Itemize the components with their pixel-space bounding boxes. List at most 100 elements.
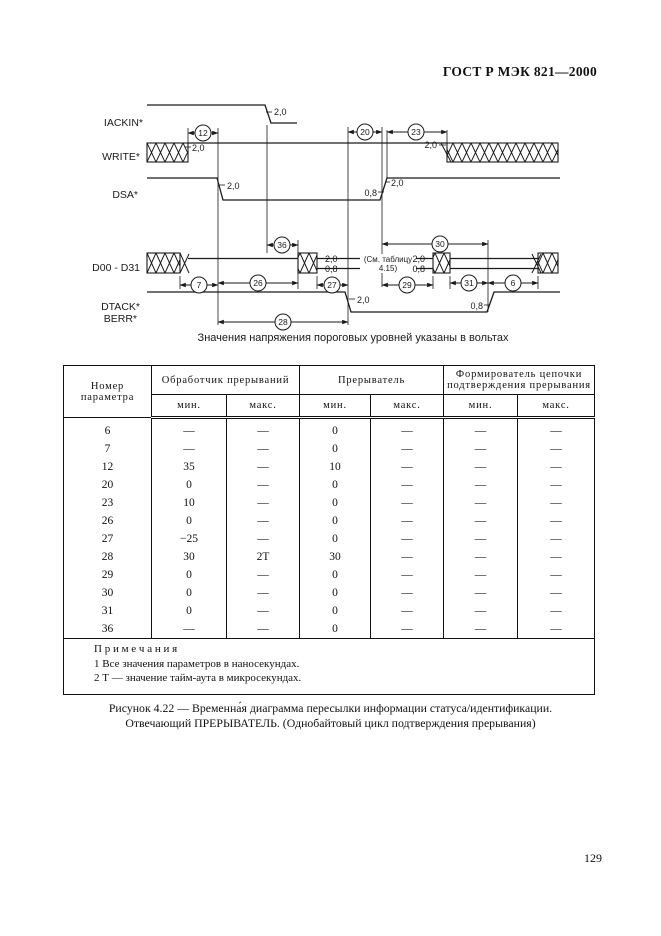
svg-text:29: 29 (402, 280, 412, 290)
table-cell: — (517, 440, 596, 458)
svg-text:36: 36 (277, 240, 287, 250)
table-cell: 0 (299, 602, 372, 620)
param-bubble-20: 20 (356, 123, 374, 141)
table-cell: — (370, 548, 445, 566)
table-cell: — (517, 512, 596, 530)
signal-label-berr: BERR* (104, 313, 137, 325)
threshold-label: 2,0 (424, 140, 437, 150)
table-cell: — (370, 440, 445, 458)
svg-text:6: 6 (511, 278, 516, 288)
table-cell: — (443, 476, 519, 494)
table-cell: — (370, 566, 445, 584)
table-cell: — (443, 512, 519, 530)
param-bubble-29: 29 (398, 276, 416, 294)
svg-text:31: 31 (464, 278, 474, 288)
signal-dsa: 2,0 0,8 2,0 DSA* (112, 177, 560, 201)
table-cell: 10 (299, 458, 372, 476)
signal-dbus: 2,0 0,8 (См. таблицу 4.15) 2,0 0,8 D00 -… (92, 252, 559, 274)
timing-diagram: 2,0 IACKIN* 2,0 2,0 WRITE* 2,0 0,8 2,0 D… (92, 104, 560, 331)
table-cell: 0 (151, 602, 227, 620)
threshold-label: 0,8 (364, 188, 377, 198)
table-cell: −25 (151, 530, 227, 548)
subheader-max: макс. (225, 394, 301, 419)
table-cell: 0 (299, 440, 372, 458)
table-cell: 0 (151, 476, 227, 494)
table-cell: — (225, 512, 301, 530)
table-cell: — (443, 566, 519, 584)
table-cell: — (443, 440, 519, 458)
param-bubble-23: 23 (407, 123, 425, 141)
svg-text:12: 12 (198, 128, 208, 138)
subheader-min: мин. (299, 394, 372, 419)
table-cell: 0 (151, 566, 227, 584)
threshold-label: 2,0 (274, 107, 287, 117)
table-cell: — (370, 530, 445, 548)
table-cell: — (517, 548, 596, 566)
threshold-label: 2,0 (391, 178, 404, 188)
table-cell: — (225, 417, 301, 440)
table-cell: — (443, 458, 519, 476)
svg-text:20: 20 (360, 127, 370, 137)
param-bubble-30: 30 (431, 235, 449, 253)
signal-label-dtack: DTACK* (101, 301, 140, 313)
table-cell: — (225, 494, 301, 512)
table-cell: — (151, 620, 227, 639)
threshold-label: 2,0 (227, 181, 240, 191)
table-cell: — (370, 512, 445, 530)
figure-caption-line1: Рисунок 4.22 — Временна́я диаграмма пере… (108, 701, 553, 715)
table-cell: 0 (299, 417, 372, 440)
table-cell: 0 (299, 620, 372, 639)
param-bubble-26: 26 (249, 274, 267, 292)
table-notes: П р и м е ч а н и я 1 Все значения парам… (62, 638, 596, 695)
table-row: 27−25—0——— (63, 530, 596, 548)
signal-dtack-berr: 2,0 0,8 DTACK* BERR* (101, 291, 560, 325)
table-cell: — (370, 476, 445, 494)
table-cell: 28 (63, 548, 152, 566)
table-cell: 35 (151, 458, 227, 476)
table-cell: — (517, 458, 596, 476)
param-bubble-36: 36 (273, 236, 291, 254)
table-cell: — (443, 417, 519, 440)
table-cell: — (370, 620, 445, 639)
table-cell: — (517, 566, 596, 584)
table-row: 7——0——— (63, 440, 596, 458)
threshold-label: 2,0 (357, 295, 370, 305)
table-cell: 30 (63, 584, 152, 602)
table-cell: 27 (63, 530, 152, 548)
svg-text:7: 7 (197, 280, 202, 290)
see-table-note: 4.15) (379, 264, 398, 273)
column-header-param-number: Номер параметра (63, 365, 152, 418)
threshold-label: 2,0 (325, 254, 338, 264)
svg-text:26: 26 (253, 278, 263, 288)
table-cell: — (370, 494, 445, 512)
column-group-interrupter: Прерыватель (299, 365, 445, 395)
threshold-label: 2,0 (412, 254, 425, 264)
table-cell: — (443, 584, 519, 602)
notes-cell: П р и м е ч а н и я 1 Все значения парам… (62, 638, 596, 695)
table-cell: — (370, 458, 445, 476)
table-cell: — (517, 530, 596, 548)
table-cell: 26 (63, 512, 152, 530)
param-bubble-27: 27 (323, 276, 341, 294)
table-cell: 0 (151, 512, 227, 530)
table-cell: 2Т (225, 548, 301, 566)
table-cell: — (225, 530, 301, 548)
note-line: 2 Т — значение тайм-аута в микросекундах… (94, 672, 302, 685)
table-cell: 0 (299, 512, 372, 530)
notes-title: П р и м е ч а н и я (94, 643, 178, 655)
table-cell: 6 (63, 417, 152, 440)
table-cell: 30 (299, 548, 372, 566)
table-cell: — (370, 602, 445, 620)
table-cell: — (517, 584, 596, 602)
param-bubble-28: 28 (274, 313, 292, 331)
table-row: 36——0——— (63, 620, 596, 639)
table-cell: 20 (63, 476, 152, 494)
table-cell: — (517, 417, 596, 440)
threshold-label: 0,8 (470, 301, 483, 311)
